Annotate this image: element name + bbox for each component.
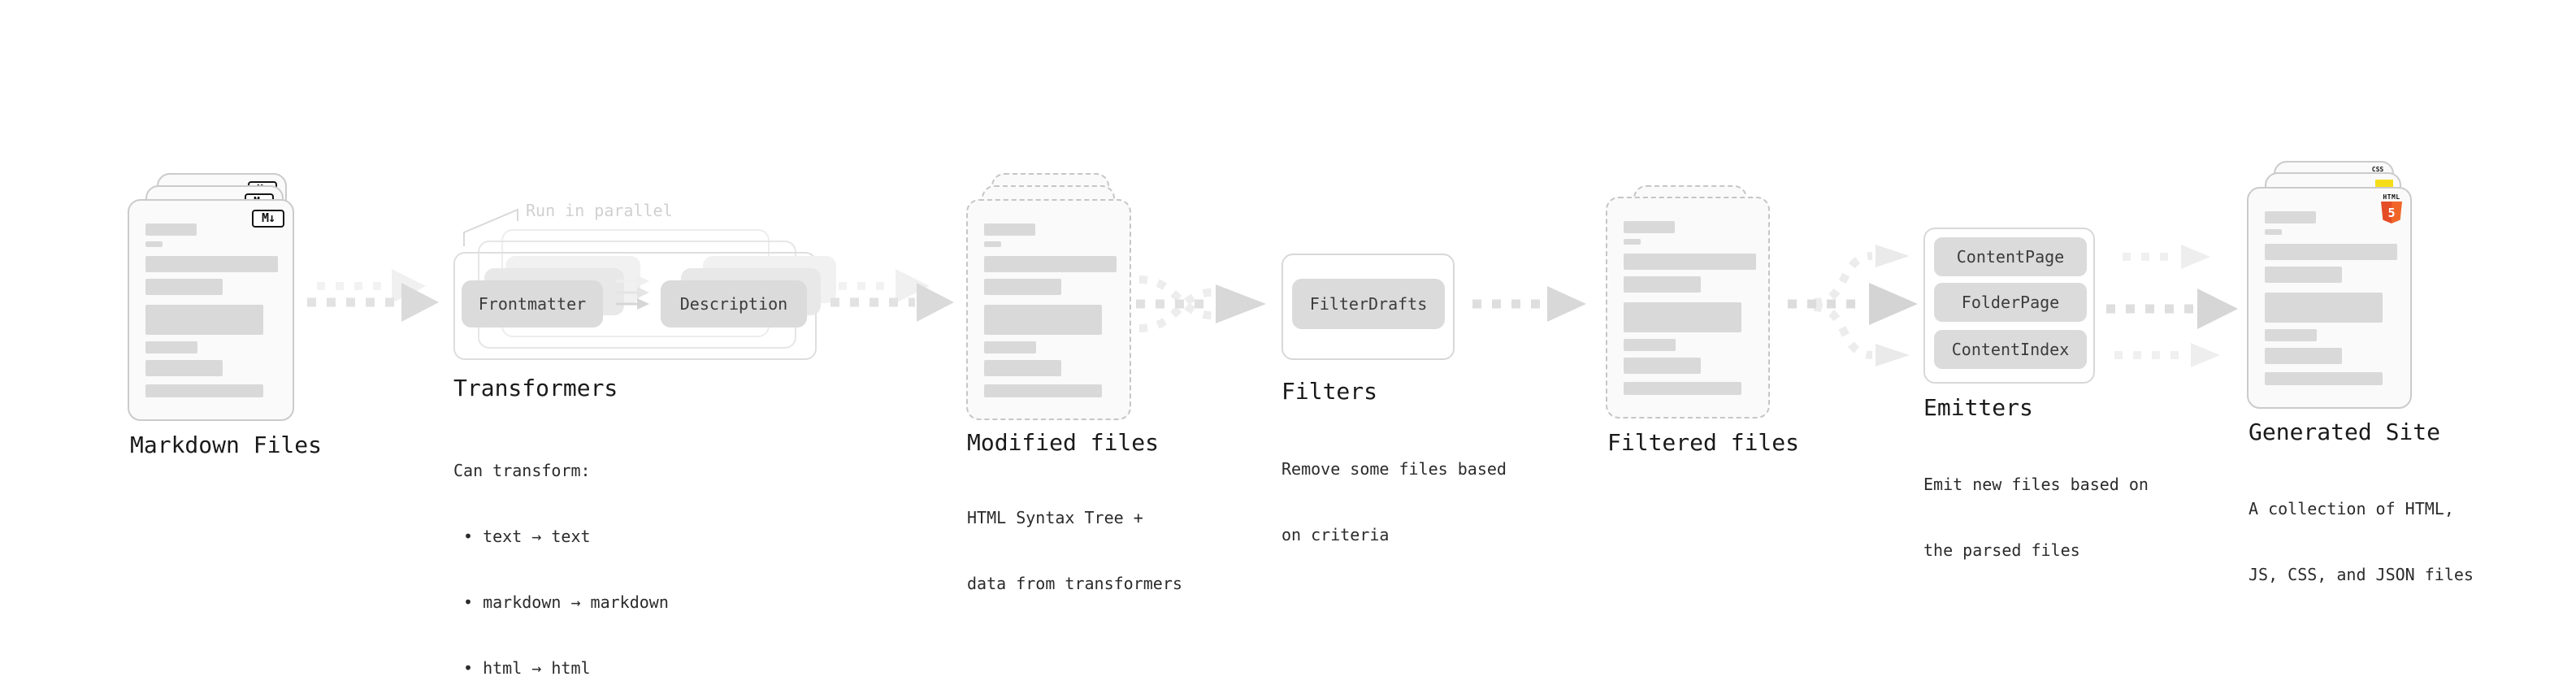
arrow-filtered-to-emitters: [1788, 245, 1918, 367]
emitters-description: Emit new files based on the parsed files: [1923, 430, 2149, 605]
stage-label-emitters: Emitters: [1923, 394, 2033, 421]
generated-file-card-front: HTML 5: [2247, 187, 2412, 409]
desc-line: Emit new files based on: [1923, 475, 2149, 494]
transformer-pill-description: Description: [661, 280, 807, 327]
arrow-head: [917, 283, 954, 322]
emitter-pill-contentindex: ContentIndex: [1934, 330, 2087, 369]
filtered-file-card-front: [1606, 197, 1770, 419]
markdown-icon: M↓: [252, 210, 284, 228]
arrow-markdown-to-transformers: [307, 269, 439, 322]
desc-line: JS, CSS, and JSON files: [2249, 565, 2474, 584]
markdown-file-card-front: M↓: [128, 199, 294, 421]
arrow-head: [1869, 283, 1918, 325]
arrow-filters-to-filtered: [1472, 286, 1586, 322]
arrow-head-light: [1876, 245, 1910, 267]
arrow-head: [401, 283, 439, 322]
arrows-emitters-to-generated: [2106, 245, 2238, 367]
fan-out-top-curve: [1813, 252, 1873, 306]
text-line-placeholders: [1624, 221, 1756, 401]
desc-line: HTML Syntax Tree +: [967, 508, 1143, 527]
html5-icon-shield: 5: [2381, 202, 2402, 223]
desc-line: Can transform:: [453, 461, 591, 480]
transformer-pill-frontmatter: Frontmatter: [462, 280, 603, 327]
arrow-head-ghost: [896, 269, 930, 303]
stage-label-transformers: Transformers: [453, 375, 618, 401]
stage-label-markdown-files: Markdown Files: [130, 432, 323, 458]
text-line-placeholders: [984, 223, 1117, 402]
stage-label-filtered-files: Filtered files: [1607, 429, 1800, 456]
desc-line: data from transformers: [967, 574, 1182, 593]
css-icon-label: CSS: [2371, 166, 2384, 173]
desc-line: on criteria: [1281, 525, 1390, 544]
fan-in-top-curve: [1138, 275, 1218, 320]
stage-label-generated-site: Generated Site: [2249, 419, 2441, 445]
modified-file-card-front: [966, 199, 1131, 420]
desc-line: • text → text: [463, 527, 591, 546]
desc-line: the parsed files: [1923, 540, 2080, 560]
arrow-head: [1216, 284, 1266, 323]
desc-line: • markdown → markdown: [463, 592, 669, 612]
emitter-pill-contentpage: ContentPage: [1934, 237, 2087, 276]
arrow-head: [1547, 286, 1586, 322]
emitters-box: [1923, 228, 2095, 384]
filter-pill-filterdrafts: FilterDrafts: [1292, 279, 1445, 329]
arrow-head-light: [2191, 343, 2220, 367]
html5-icon: HTML 5: [2380, 193, 2403, 223]
desc-line: A collection of HTML,: [2249, 499, 2454, 518]
text-line-placeholders: [145, 223, 278, 403]
filters-box: [1281, 254, 1455, 360]
fan-out-bottom-curve: [1813, 303, 1873, 359]
transformers-description: Can transform: • text → text • markdown …: [453, 416, 669, 681]
stage-label-filters: Filters: [1281, 378, 1378, 405]
text-line-placeholders: [2265, 211, 2397, 391]
desc-line: • html → html: [463, 658, 591, 678]
arrow-head-ghost: [392, 269, 426, 303]
arrow-modified-to-filters: [1136, 275, 1266, 332]
run-in-parallel-note: Run in parallel: [526, 201, 673, 220]
desc-line: Remove some files based: [1281, 459, 1507, 479]
arrow-head-light: [2181, 245, 2210, 269]
stage-label-modified-files: Modified files: [967, 429, 1160, 456]
arrow-transformers-to-modified: [830, 269, 954, 322]
html5-icon-label: HTML: [2383, 193, 2400, 201]
emitter-pill-folderpage: FolderPage: [1934, 283, 2087, 322]
modified-files-description: HTML Syntax Tree + data from transformer…: [967, 463, 1182, 639]
arrow-head: [2197, 288, 2238, 329]
filters-description: Remove some files based on criteria: [1281, 414, 1507, 590]
fan-in-bottom-curve: [1138, 288, 1218, 332]
generated-site-description: A collection of HTML, JS, CSS, and JSON …: [2249, 454, 2474, 630]
arrow-head-light: [1876, 344, 1910, 367]
